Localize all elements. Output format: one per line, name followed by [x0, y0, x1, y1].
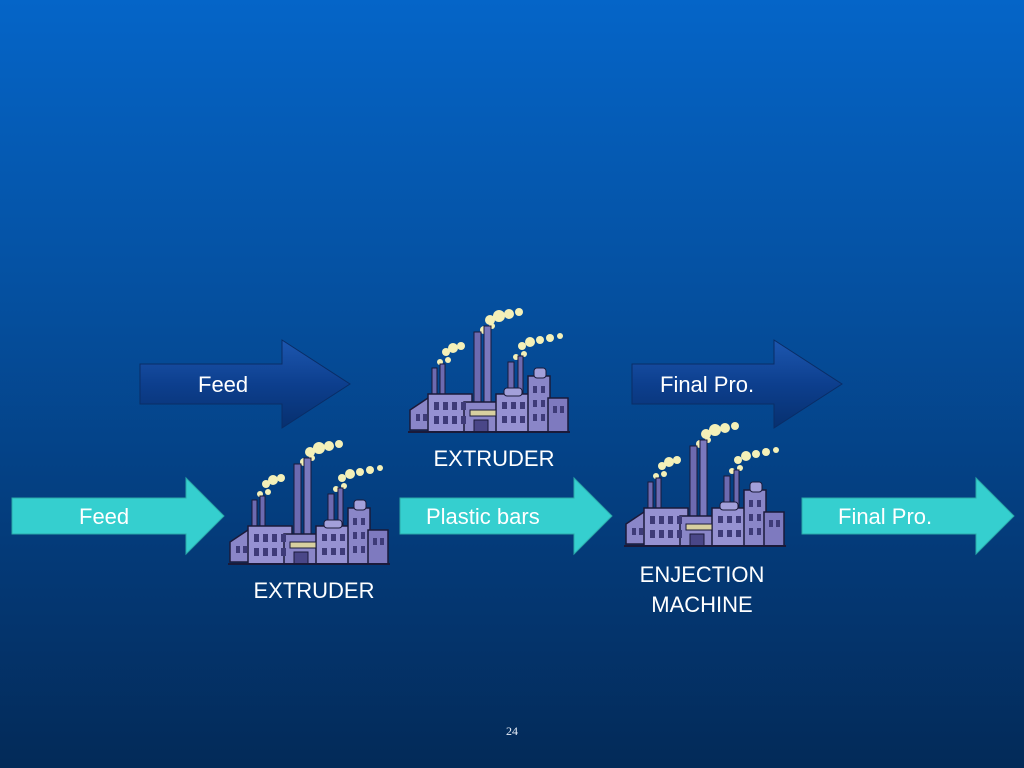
plastic-bars-arrow: Plastic bars	[399, 476, 613, 556]
top-feed-label: Feed	[198, 372, 249, 397]
top-extruder-factory-icon	[407, 307, 571, 433]
top-extruder-label-text: EXTRUDER	[433, 446, 555, 471]
bottom-extruder-factory-icon	[227, 439, 391, 565]
injection-machine-label-line1: ENJECTION	[639, 562, 765, 587]
bottom-final-product-arrow-shape	[801, 476, 1015, 556]
page-number: 24	[506, 724, 518, 738]
top-feed-arrow-shape	[139, 339, 351, 429]
bottom-feed-arrow-shape	[11, 476, 225, 556]
injection-machine-label: ENJECTION MACHINE	[612, 560, 792, 620]
bottom-extruder-label: EXTRUDER	[224, 576, 404, 606]
top-feed-arrow: Feed	[139, 339, 351, 429]
injection-machine-label-line2: MACHINE	[651, 592, 753, 617]
top-final-product-arrow: Final Pro.	[631, 339, 843, 429]
bottom-feed-label: Feed	[79, 504, 130, 529]
plastic-bars-label: Plastic bars	[426, 504, 540, 529]
bottom-final-product-label: Final Pro.	[838, 504, 933, 529]
plastic-bars-arrow-shape	[399, 476, 613, 556]
bottom-feed-arrow: Feed	[11, 476, 225, 556]
top-extruder-label: EXTRUDER	[404, 444, 584, 474]
bottom-final-product-arrow: Final Pro.	[801, 476, 1015, 556]
top-final-product-arrow-shape	[631, 339, 843, 429]
top-final-product-label: Final Pro.	[660, 372, 755, 397]
injection-machine-factory-icon	[623, 421, 787, 547]
bottom-extruder-label-text: EXTRUDER	[253, 578, 375, 603]
